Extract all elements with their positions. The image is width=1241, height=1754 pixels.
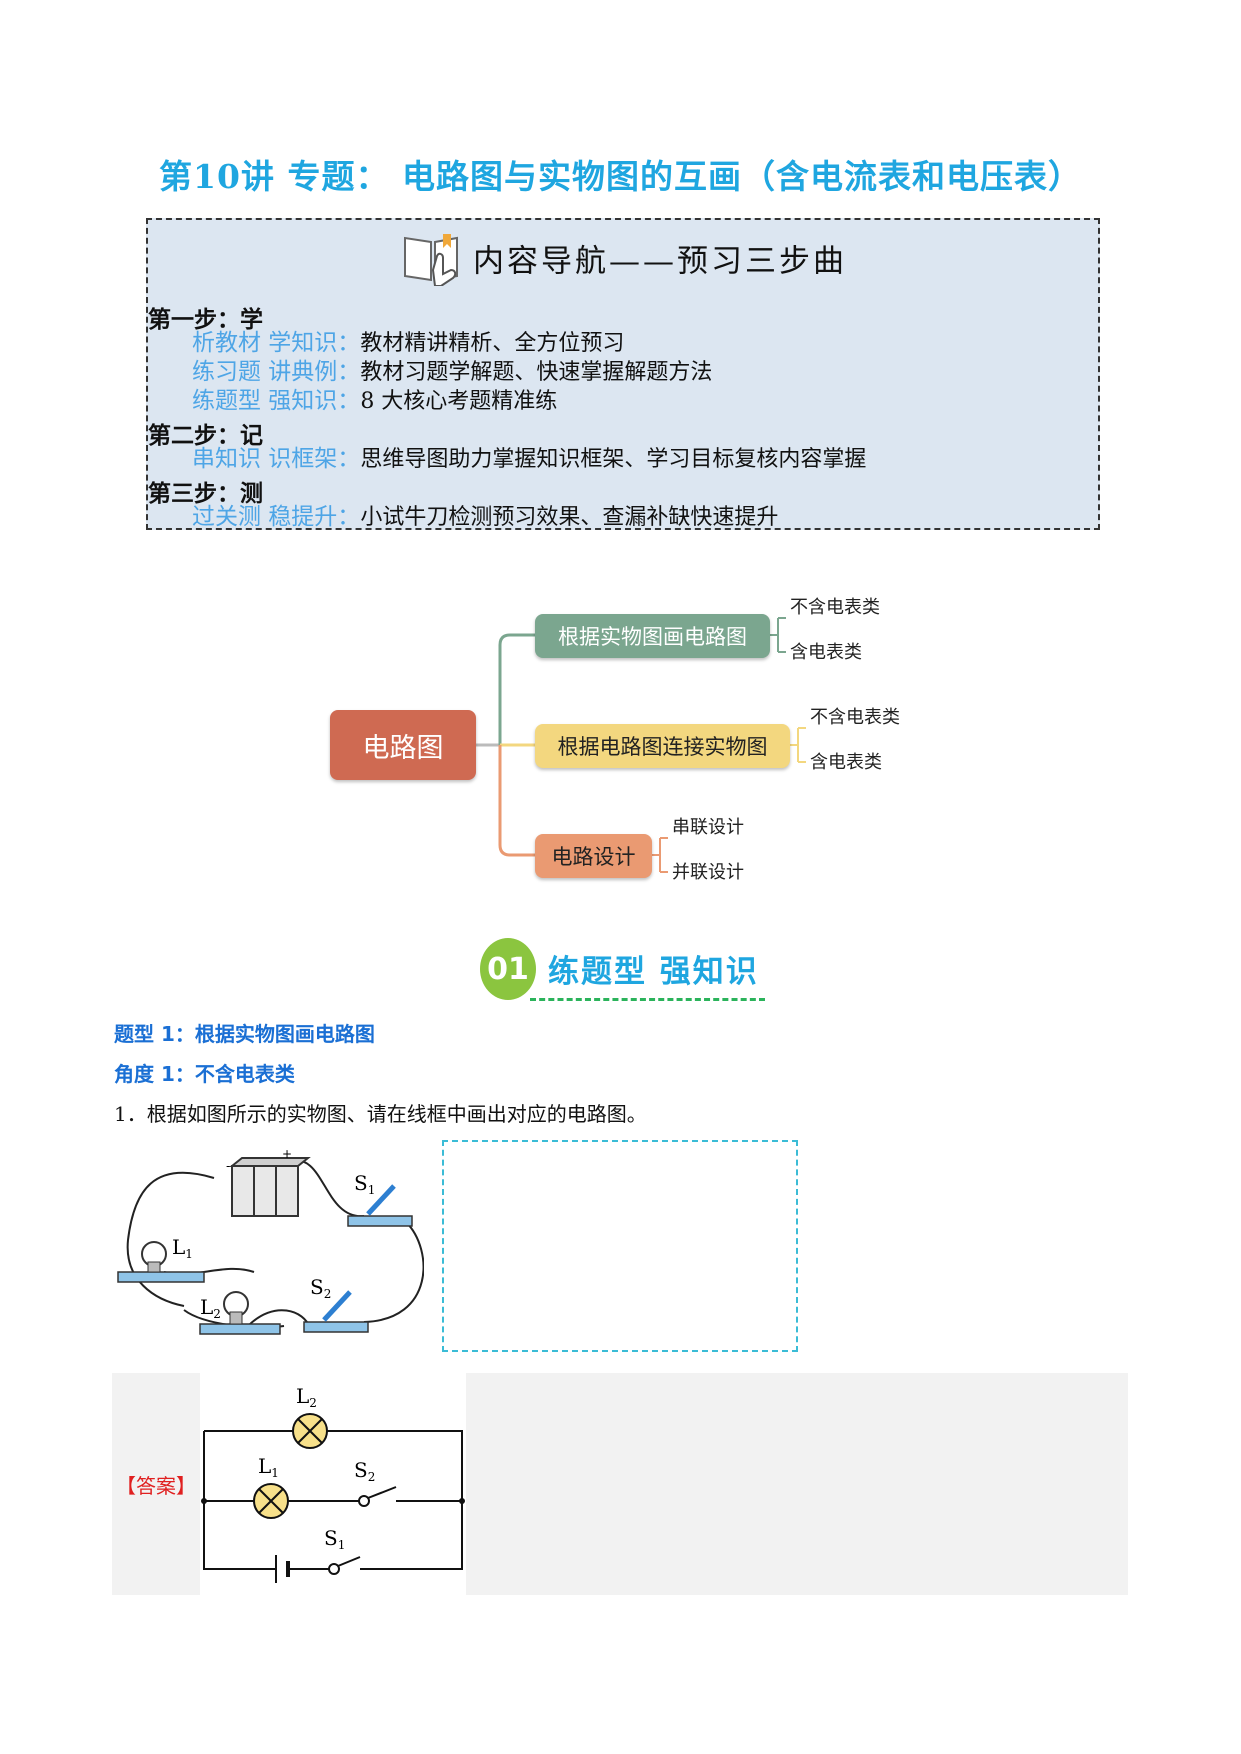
answer-s2-label: S2 <box>354 1458 375 1484</box>
switch-s2-symbol <box>358 1486 397 1507</box>
answer-l2-label: L2 <box>296 1384 317 1410</box>
section-underline <box>530 998 765 1001</box>
mind-branch: 电路设计 <box>535 834 652 878</box>
answer-circuit-panel <box>200 1373 466 1595</box>
mind-branch: 根据电路图连接实物图 <box>535 724 790 768</box>
lamp-l1-symbol <box>253 1483 289 1519</box>
step-one-heading: 第一步：学 <box>148 306 263 333</box>
angle-heading: 角度 1：不含电表类 <box>114 1062 295 1086</box>
answer-label: 【答案】 <box>116 1474 196 1498</box>
section-number: 01 <box>480 938 536 1000</box>
nav-row: 过关测 稳提升：小试牛刀检测预习效果、查漏补缺快速提升 <box>192 504 779 530</box>
nav-heading: 内容导航——预习三步曲 <box>148 230 1098 286</box>
question-type-heading: 题型 1：根据实物图画电路图 <box>114 1022 375 1046</box>
section-badge: 01 练题型 强知识 <box>480 938 770 1008</box>
s2-label: S2 <box>310 1275 331 1301</box>
nav-row: 练题型 强知识：8 大核心考题精准练 <box>192 388 558 414</box>
bulb-l1-icon <box>117 1241 205 1283</box>
lamp-l2-symbol <box>292 1413 328 1449</box>
nav-row: 析教材 学知识：教材精讲精析、全方位预习 <box>192 330 625 356</box>
mind-leaf: 并联设计 <box>672 862 744 883</box>
switch-s1-icon <box>347 1184 413 1227</box>
answer-s1-label: S1 <box>324 1526 345 1552</box>
mind-root: 电路图 <box>330 710 476 780</box>
answer-circuit-diagram: L2 L1 S2 S1 <box>201 1384 465 1583</box>
answer-l1-label: L1 <box>258 1454 279 1480</box>
l2-label: L2 <box>200 1295 221 1321</box>
physical-circuit-figure: + - S1 L1 L2 S2 <box>117 1150 424 1335</box>
l1-label: L1 <box>172 1235 193 1261</box>
mind-branch: 根据实物图画电路图 <box>535 614 770 658</box>
battery-plus-label: + <box>282 1150 292 1161</box>
nav-row: 串知识 识框架：思维导图助力掌握知识框架、学习目标复核内容掌握 <box>192 446 867 472</box>
battery-symbol <box>275 1555 290 1583</box>
mind-leaf: 含电表类 <box>810 752 882 773</box>
mind-leaf: 含电表类 <box>790 642 862 663</box>
content-navigation-box: 内容导航——预习三步曲 第一步：学 析教材 学知识：教材精讲精析、全方位预习 练… <box>146 218 1100 530</box>
s1-label: S1 <box>354 1171 375 1197</box>
battery-icon <box>229 1157 311 1217</box>
switch-s1-symbol <box>328 1556 361 1575</box>
switch-s2-icon <box>303 1290 369 1333</box>
mind-leaf: 不含电表类 <box>810 707 900 728</box>
battery-minus-label: - <box>226 1159 230 1173</box>
mind-map: 电路图 根据实物图画电路图 不含电表类 含电表类 根据电路图连接实物图 不含电表… <box>300 590 940 900</box>
question-text: 1．根据如图所示的实物图、请在线框中画出对应的电路图。 <box>114 1102 647 1126</box>
page-title: 第10讲 专题： 电路图与实物图的互画（含电流表和电压表） <box>159 157 1082 196</box>
nav-row: 练习题 讲典例：教材习题学解题、快速掌握解题方法 <box>192 359 713 385</box>
drawing-frame[interactable] <box>442 1140 798 1352</box>
step-two-heading: 第二步：记 <box>148 422 263 449</box>
mind-map-connectors <box>476 617 806 873</box>
step-three-heading: 第三步：测 <box>148 480 263 507</box>
book-icon <box>404 234 458 286</box>
mind-leaf: 不含电表类 <box>790 597 880 618</box>
section-label: 练题型 强知识 <box>548 954 759 990</box>
bulb-l2-icon <box>199 1291 281 1335</box>
mind-leaf: 串联设计 <box>672 817 744 838</box>
